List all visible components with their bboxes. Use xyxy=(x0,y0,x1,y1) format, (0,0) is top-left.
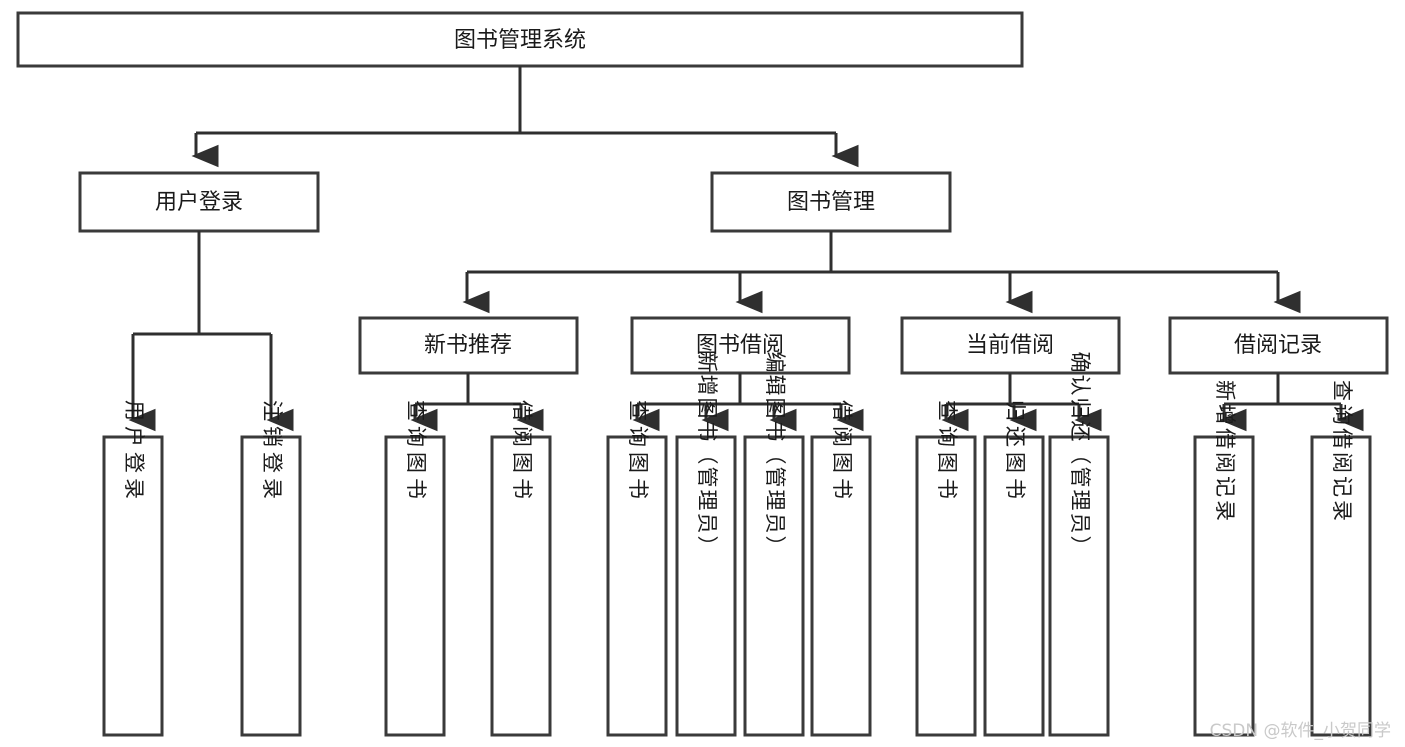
leaf-borrow-book-2-box[interactable] xyxy=(810,435,872,737)
leaf-user-login-label: 用户登录 xyxy=(122,400,146,504)
leaf-query-book-2-box[interactable] xyxy=(606,435,668,737)
connector-root-to-level2 xyxy=(191,66,859,168)
root-box[interactable] xyxy=(16,11,1024,68)
book-borrow-box[interactable] xyxy=(630,316,851,375)
leaf-query-book-3-box[interactable] xyxy=(915,435,977,737)
leaf-add-record-box[interactable] xyxy=(1193,435,1255,737)
leaf-return-book[interactable]: 归还图书 xyxy=(983,400,1045,737)
node-root[interactable]: 图书管理系统 xyxy=(16,11,1024,68)
leaf-borrow-book-1-label: 借阅图书 xyxy=(510,400,534,504)
node-book-borrow[interactable]: 图书借阅 xyxy=(630,316,851,375)
leaf-user-login[interactable]: 用户登录 xyxy=(102,400,164,737)
leaf-edit-book[interactable]: 编辑图书（管理员） xyxy=(743,352,805,737)
connector-book-borrow-to-leaves xyxy=(632,373,864,432)
leaf-logout-login[interactable]: 注销登录 xyxy=(240,400,302,737)
book-management-box[interactable] xyxy=(710,171,952,233)
connector-new-book-recommend-to-leaves xyxy=(410,373,544,432)
leaf-add-book-box[interactable] xyxy=(675,435,737,737)
leaf-query-book-2-label: 查询图书 xyxy=(626,400,650,504)
leaf-logout-login-box[interactable] xyxy=(240,435,302,737)
book-borrow-label: 图书借阅 xyxy=(696,333,784,358)
leaf-edit-book-label: 编辑图书（管理员） xyxy=(763,352,787,559)
root-label: 图书管理系统 xyxy=(454,28,586,53)
leaf-query-book-3[interactable]: 查询图书 xyxy=(915,400,977,737)
leaf-return-book-box[interactable] xyxy=(983,435,1045,737)
current-borrow-label: 当前借阅 xyxy=(966,333,1054,358)
leaf-confirm-return[interactable]: 确认归还（管理员） xyxy=(1048,352,1110,737)
leaf-add-book[interactable]: 新增图书（管理员） xyxy=(675,352,737,737)
leaf-query-record-box[interactable] xyxy=(1310,435,1372,737)
leaf-add-record[interactable]: 新增借阅记录 xyxy=(1193,380,1255,737)
leaf-add-book-label: 新增图书（管理员） xyxy=(695,352,719,559)
node-new-book-recommend[interactable]: 新书推荐 xyxy=(358,316,579,375)
leaf-user-login-box[interactable] xyxy=(102,435,164,737)
leaf-query-book-2[interactable]: 查询图书 xyxy=(606,400,668,737)
leaf-query-book-3-label: 查询图书 xyxy=(935,400,959,504)
leaf-borrow-book-1-box[interactable] xyxy=(490,435,552,737)
book-management-label: 图书管理 xyxy=(787,190,875,215)
user-login-label: 用户登录 xyxy=(155,190,243,215)
node-current-borrow[interactable]: 当前借阅 xyxy=(900,316,1121,375)
leaf-confirm-return-label: 确认归还（管理员） xyxy=(1068,352,1092,559)
node-book-management[interactable]: 图书管理 xyxy=(710,171,952,233)
node-user-login[interactable]: 用户登录 xyxy=(78,171,320,233)
leaf-query-book-1[interactable]: 查询图书 xyxy=(384,400,446,737)
leaf-borrow-book-1[interactable]: 借阅图书 xyxy=(490,400,552,737)
leaf-add-record-label: 新增借阅记录 xyxy=(1213,380,1237,524)
leaf-query-book-1-box[interactable] xyxy=(384,435,446,737)
new-book-recommend-label: 新书推荐 xyxy=(424,333,512,358)
new-book-recommend-box[interactable] xyxy=(358,316,579,375)
leaf-query-record-label: 查询借阅记录 xyxy=(1330,380,1354,524)
borrow-record-label: 借阅记录 xyxy=(1234,333,1322,358)
connector-borrow-record-to-leaves xyxy=(1219,373,1364,432)
borrow-record-box[interactable] xyxy=(1168,316,1389,375)
leaf-edit-book-box[interactable] xyxy=(743,435,805,737)
connector-book-management-to-level3 xyxy=(462,231,1301,314)
node-borrow-record[interactable]: 借阅记录 xyxy=(1168,316,1389,375)
connector-current-borrow-to-leaves xyxy=(941,373,1102,432)
leaf-borrow-book-2[interactable]: 借阅图书 xyxy=(810,400,872,737)
connector-user-login-to-leaves xyxy=(128,231,294,432)
current-borrow-box[interactable] xyxy=(900,316,1121,375)
leaf-query-record[interactable]: 查询借阅记录 xyxy=(1310,380,1372,737)
leaf-query-book-1-label: 查询图书 xyxy=(404,400,428,504)
leaf-borrow-book-2-label: 借阅图书 xyxy=(830,400,854,504)
leaf-logout-login-label: 注销登录 xyxy=(260,400,284,504)
leaf-confirm-return-box[interactable] xyxy=(1048,435,1110,737)
leaf-return-book-label: 归还图书 xyxy=(1003,400,1027,504)
